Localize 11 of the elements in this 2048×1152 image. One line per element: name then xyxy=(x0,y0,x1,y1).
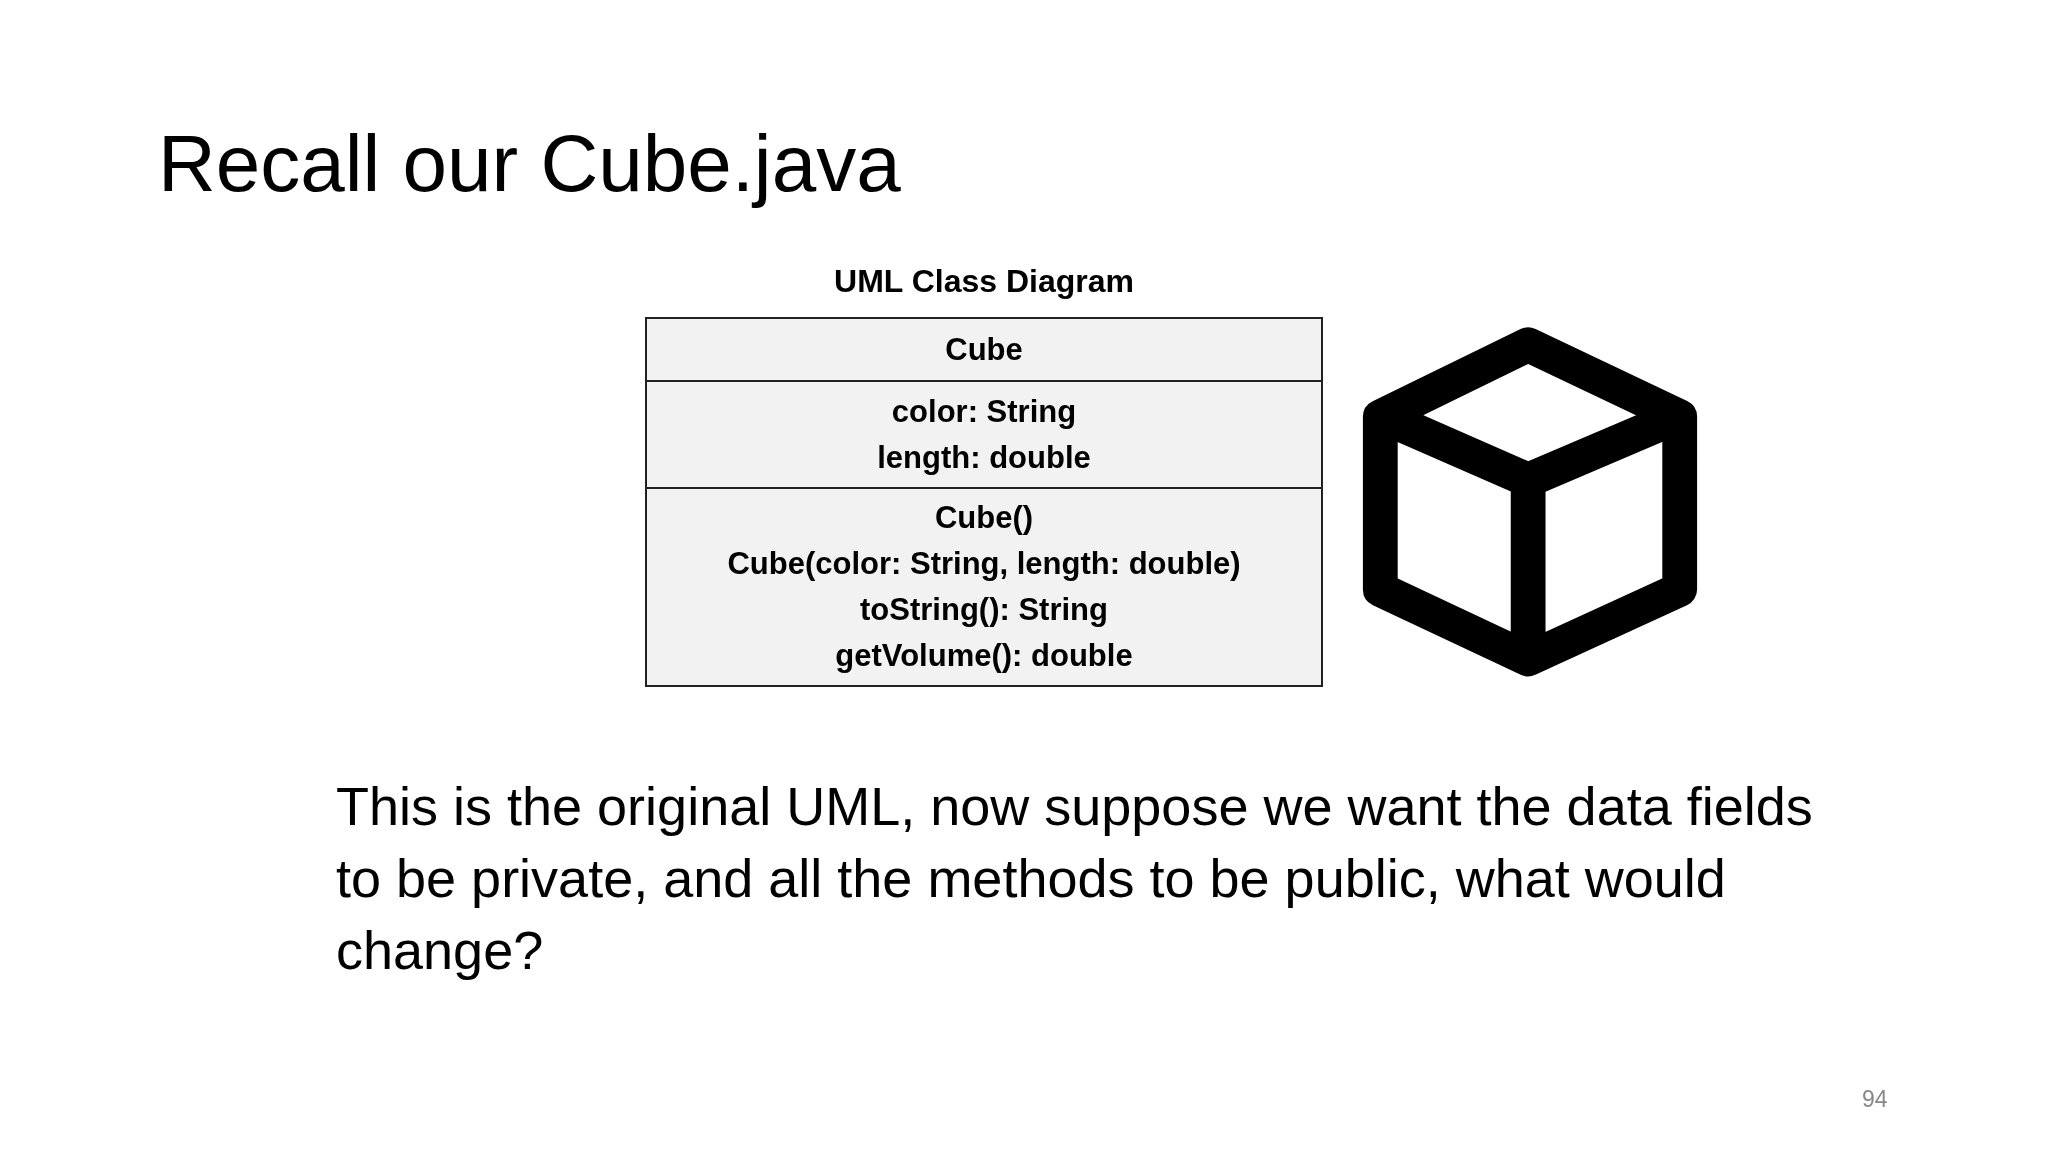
slide-title: Recall our Cube.java xyxy=(158,118,901,210)
method-text: toString(): String xyxy=(860,591,1108,629)
method-text: Cube(color: String, length: double) xyxy=(727,545,1241,583)
class-name: Cube xyxy=(945,330,1023,369)
method-text: Cube() xyxy=(934,499,1034,537)
question-text: This is the original UML, now suppose we want the data fields to be private, and all the methods to be public, what would change? xyxy=(336,775,1814,982)
attribute-text: color: String xyxy=(891,392,1077,431)
page-number: 94 xyxy=(1862,1086,1888,1113)
diagram-heading: UML Class Diagram xyxy=(833,263,1135,300)
attribute-text: length: double xyxy=(877,438,1091,477)
method-text: getVolume(): double xyxy=(835,637,1133,675)
